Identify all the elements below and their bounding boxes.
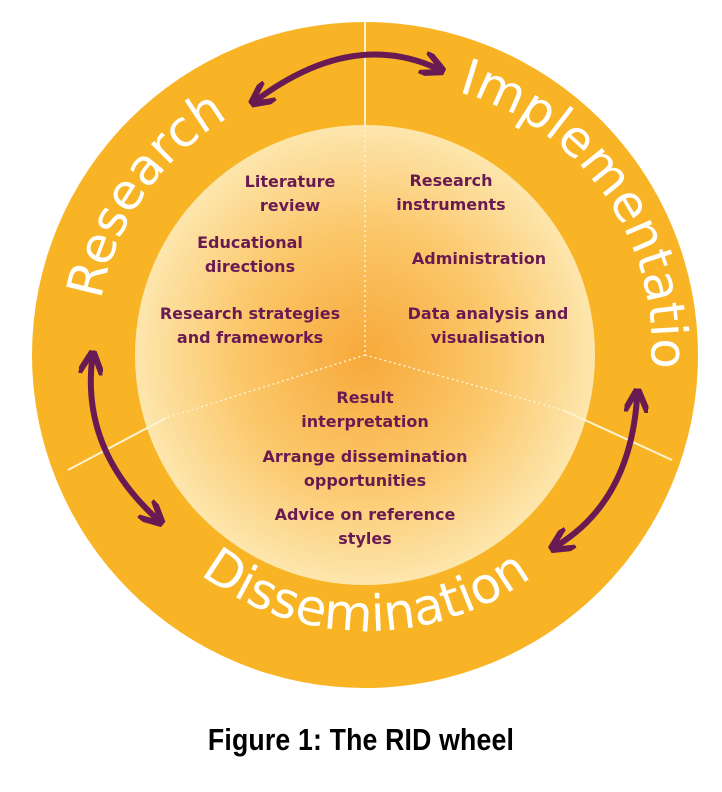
dissemination-item-arrange-2: opportunities — [304, 471, 426, 490]
dissemination-item-result-2: interpretation — [301, 412, 428, 431]
arrow-research-implementation — [258, 55, 436, 99]
dissemination-item-arrange-1: Arrange dissemination — [263, 447, 468, 466]
arrow-implementation-dissemination — [558, 398, 637, 545]
research-item-strategies-1: Research strategies — [160, 304, 340, 323]
research-item-educational-1: Educational — [197, 233, 303, 252]
dissemination-item-advice-2: styles — [338, 529, 391, 548]
implementation-item-instruments-2: instruments — [396, 195, 505, 214]
implementation-item-instruments-1: Research — [409, 171, 492, 190]
dissemination-item-advice-1: Advice on reference — [275, 505, 456, 524]
dissemination-item-result-1: Result — [336, 388, 394, 407]
rid-wheel: Research Implementation Dissemination Li… — [32, 22, 698, 688]
research-item-educational-2: directions — [205, 257, 295, 276]
implementation-item-analysis-1: Data analysis and — [408, 304, 569, 323]
research-item-literature-1: Literature — [245, 172, 336, 191]
research-item-strategies-2: and frameworks — [177, 328, 323, 347]
research-item-literature-2: review — [260, 196, 321, 215]
implementation-item-administration: Administration — [412, 249, 546, 268]
figure-caption: Figure 1: The RID wheel — [207, 722, 515, 757]
inner-divider-right — [364, 354, 564, 411]
implementation-item-analysis-2: visualisation — [431, 328, 545, 347]
arrow-research-dissemination — [91, 360, 156, 518]
